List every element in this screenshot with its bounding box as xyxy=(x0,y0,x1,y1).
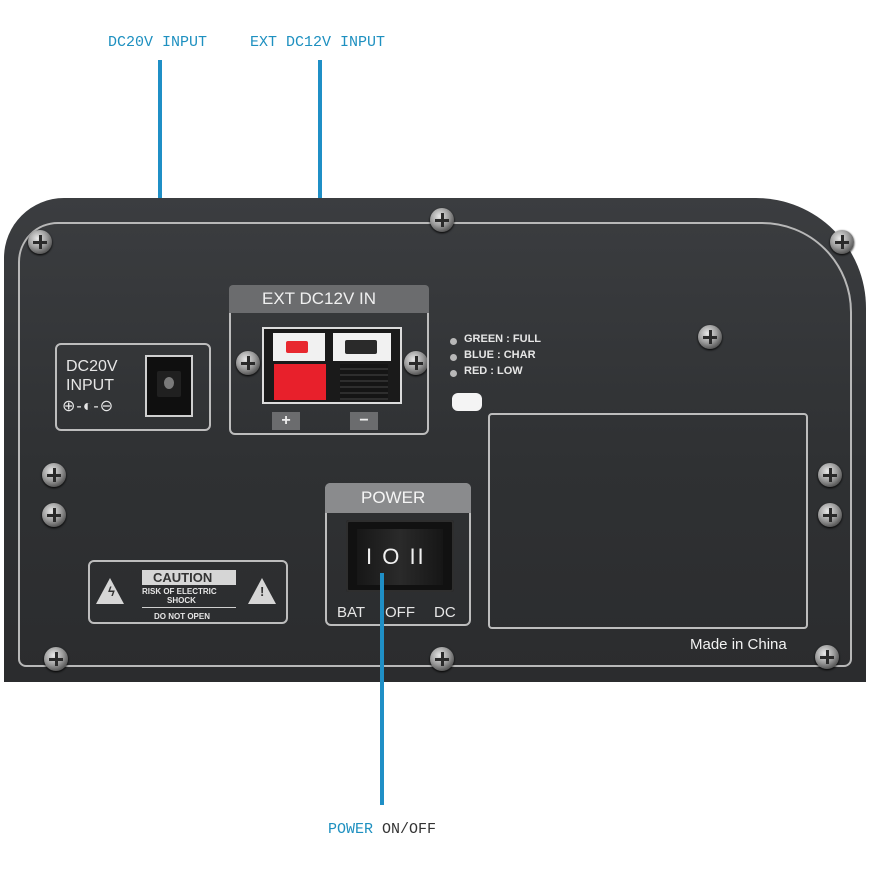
rocker-glyphs: I O II xyxy=(366,544,426,569)
screw-icon xyxy=(44,647,68,671)
led-legend-red: RED : LOW xyxy=(464,365,523,377)
jack-pin xyxy=(164,377,174,389)
screw-icon xyxy=(430,647,454,671)
made-in-label: Made in China xyxy=(690,636,787,653)
screw-icon xyxy=(236,351,260,375)
positive-terminal-lever[interactable] xyxy=(274,364,326,400)
switch-position-bat: BAT xyxy=(337,604,366,621)
minus-label: − xyxy=(350,412,378,430)
ext-dc12v-title: EXT DC12V IN xyxy=(262,289,377,308)
dc20v-input-jack[interactable] xyxy=(145,355,193,417)
power-title-tab xyxy=(325,483,471,513)
caution-line1: RISK OF ELECTRIC xyxy=(142,587,217,596)
warning-triangle-icon: ϟ xyxy=(96,578,124,604)
input-label: INPUT xyxy=(66,377,114,394)
screw-icon xyxy=(830,230,854,254)
dc20v-input-frame xyxy=(55,343,211,431)
callout-power-on-off: POWER ON/OFF xyxy=(328,821,437,838)
leader-line-ext-dc12v xyxy=(318,60,322,292)
negative-terminal-lever[interactable] xyxy=(340,364,388,400)
callout-dc20v-input: DC20V INPUT xyxy=(108,34,208,51)
caution-label-frame xyxy=(88,560,288,624)
screw-icon xyxy=(430,208,454,232)
screw-icon xyxy=(404,351,428,375)
callout-ext-dc12v-input: EXT DC12V INPUT xyxy=(250,34,386,51)
power-rocker-switch[interactable] xyxy=(357,529,443,585)
screw-icon xyxy=(818,463,842,487)
status-led-window xyxy=(452,393,482,411)
power-title: POWER xyxy=(361,488,426,507)
screw-icon xyxy=(815,645,839,669)
led-dot-icon xyxy=(450,338,457,345)
positive-terminal-clip xyxy=(273,333,325,361)
caution-title: CAUTION xyxy=(153,570,213,585)
leader-line-power xyxy=(380,573,384,805)
screw-icon xyxy=(42,463,66,487)
screw-icon xyxy=(28,230,52,254)
warning-triangle-icon: ! xyxy=(248,578,276,604)
led-dot-icon xyxy=(450,354,457,361)
led-legend-green: GREEN : FULL xyxy=(464,333,542,345)
rear-panel xyxy=(4,198,866,682)
negative-terminal-clip xyxy=(333,333,391,361)
caution-line3: DO NOT OPEN xyxy=(154,612,211,621)
screw-icon xyxy=(698,325,722,349)
switch-position-off: OFF xyxy=(385,604,415,621)
caution-divider xyxy=(142,607,236,608)
plus-label: + xyxy=(272,412,300,430)
led-dot-icon xyxy=(450,370,457,377)
caution-title-bar xyxy=(142,570,236,585)
screw-icon xyxy=(42,503,66,527)
led-legend-blue: BLUE : CHAR xyxy=(464,349,536,361)
blank-plate-frame xyxy=(488,413,808,629)
ext-dc12v-title-tab xyxy=(229,285,429,313)
dc20v-label: DC20V xyxy=(66,358,118,375)
screw-icon xyxy=(818,503,842,527)
polarity-icon: ⊕-◐-⊖ xyxy=(62,398,115,415)
switch-position-dc: DC xyxy=(434,604,456,621)
caution-line2: SHOCK xyxy=(167,596,196,605)
